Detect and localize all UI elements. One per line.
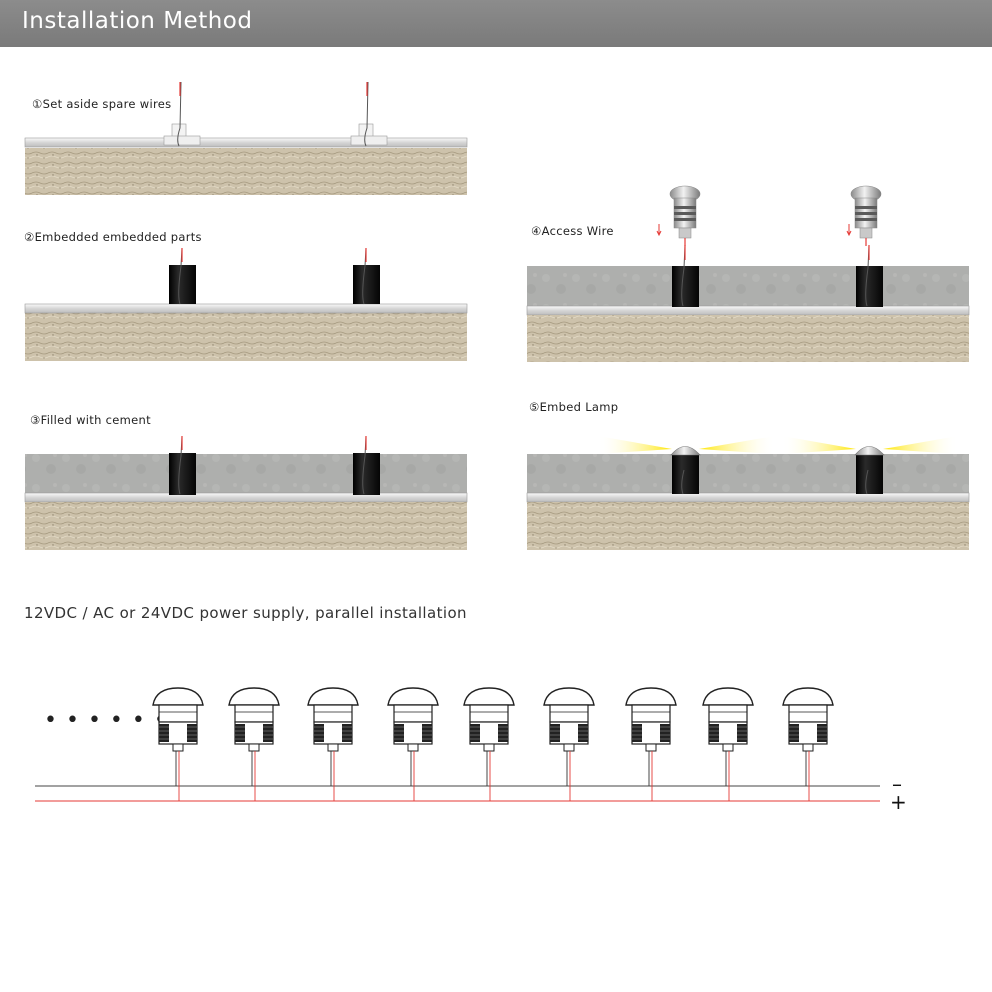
lamp-fixture bbox=[543, 687, 595, 801]
conduit-pipe bbox=[526, 305, 970, 316]
lamp-fixture bbox=[850, 185, 882, 246]
page-title: Installation Method bbox=[22, 8, 253, 34]
lamp-fixture bbox=[782, 687, 834, 801]
wiring-caption: 12VDC / AC or 24VDC power supply, parall… bbox=[24, 604, 467, 622]
step-3-label: ③Filled with cement bbox=[30, 413, 151, 427]
down-arrow-icon bbox=[846, 224, 852, 237]
light-beam bbox=[598, 436, 672, 454]
step-5-panel bbox=[526, 436, 970, 550]
soil-layer bbox=[527, 315, 969, 362]
step-2-panel bbox=[24, 247, 468, 361]
conduit-pipe bbox=[24, 137, 468, 148]
conduit-pipe bbox=[24, 303, 468, 314]
step-5-label: ⑤Embed Lamp bbox=[529, 400, 619, 414]
lamp-fixture bbox=[307, 687, 359, 801]
negative-symbol: – bbox=[892, 772, 902, 796]
embedded-sleeve bbox=[169, 435, 196, 495]
down-arrow-icon bbox=[656, 224, 662, 237]
installed-lamp bbox=[854, 446, 885, 495]
lamp-fixture bbox=[625, 687, 677, 801]
cement-layer bbox=[25, 454, 467, 494]
lamp-fixture bbox=[702, 687, 754, 801]
step-1-panel bbox=[24, 81, 468, 195]
step-2-label: ②Embedded embedded parts bbox=[24, 230, 202, 244]
page-header: Installation Method bbox=[0, 0, 992, 47]
lamp-fixture bbox=[152, 687, 204, 801]
embedded-sleeve bbox=[353, 247, 380, 305]
lamp-row bbox=[152, 687, 834, 801]
continuation-ellipsis: • • • • • • bbox=[44, 708, 168, 733]
step-3-panel bbox=[24, 435, 468, 550]
lamp-fixture bbox=[669, 185, 701, 246]
lamp-fixture bbox=[463, 687, 515, 801]
conduit-pipe bbox=[526, 492, 970, 503]
soil-layer bbox=[527, 502, 969, 550]
positive-symbol: + bbox=[890, 790, 907, 814]
soil-layer bbox=[25, 148, 467, 195]
wiring-diagram bbox=[35, 687, 880, 802]
tee-connector bbox=[350, 81, 388, 147]
embedded-sleeve bbox=[169, 247, 196, 305]
soil-layer bbox=[25, 502, 467, 550]
cement-layer bbox=[527, 454, 969, 494]
soil-layer bbox=[25, 313, 467, 361]
lamp-fixture bbox=[228, 687, 280, 801]
step-4-label: ④Access Wire bbox=[531, 224, 614, 238]
lamp-fixture bbox=[387, 687, 439, 801]
installed-lamp bbox=[670, 446, 701, 495]
tee-connector bbox=[163, 81, 201, 147]
light-beam bbox=[883, 436, 958, 454]
embedded-sleeve bbox=[856, 244, 883, 307]
light-beam bbox=[782, 436, 856, 454]
embedded-sleeve bbox=[672, 244, 699, 307]
light-beam bbox=[699, 436, 775, 454]
step-1-label: ①Set aside spare wires bbox=[32, 97, 172, 111]
embedded-sleeve bbox=[353, 435, 380, 495]
step-4-panel bbox=[526, 185, 970, 362]
conduit-pipe bbox=[24, 492, 468, 503]
cement-layer bbox=[527, 266, 969, 306]
